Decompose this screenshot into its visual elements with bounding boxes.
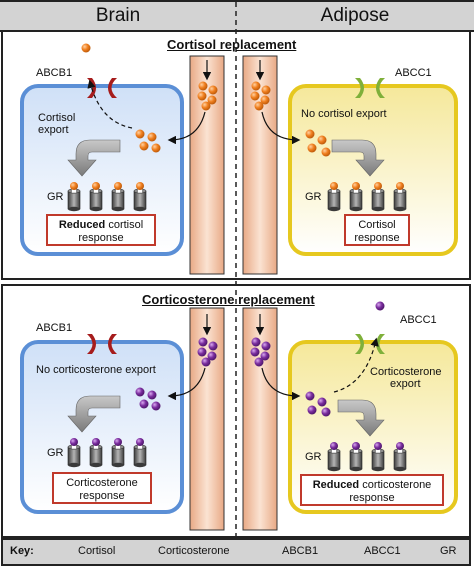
blood-vessel-left (189, 55, 225, 275)
cortisol-export-label-1: Cortisol (38, 112, 76, 124)
exported-cortisol (81, 43, 91, 53)
key-gr-label: GR (440, 545, 457, 557)
abcc1-label-bottom: ABCC1 (400, 314, 437, 326)
response-box-adipose-top: Cortisol response (344, 214, 410, 246)
abcc1-label-top: ABCC1 (395, 67, 432, 79)
cortisol-cluster-adipose (305, 129, 331, 157)
response-rest-brain-top: cortisol (105, 219, 144, 231)
brain-cell (20, 84, 184, 256)
cortisol-cluster-brain (135, 129, 161, 153)
blood-vessel-right-bottom (242, 307, 278, 531)
key-abcc1-label: ABCC1 (364, 545, 401, 557)
gr-receptors-brain-bottom (67, 438, 147, 468)
abcb1-label-top: ABCB1 (36, 67, 73, 79)
gr-label-brain-top: GR (47, 191, 64, 203)
gr-label-adipose-top: GR (305, 191, 322, 203)
response-line2-adipose-bottom: response (349, 492, 395, 504)
response-box-brain-bottom: Corticosterone response (52, 472, 152, 504)
response-line2-adipose-top: response (354, 232, 400, 244)
cortisol-export-label-2: export (38, 124, 69, 136)
gr-receptors-brain-top (67, 182, 147, 212)
response-line1-adipose-top: Cortisol (358, 219, 396, 231)
abcb1-label-bottom: ABCB1 (36, 322, 73, 334)
cortisol-cluster-vessel-right (250, 81, 271, 111)
key-abcb1-label: ABCB1 (282, 545, 319, 557)
exported-corticosterone (375, 301, 385, 311)
top-panel-title: Cortisol replacement (167, 37, 297, 52)
key-cortisol-label: Cortisol (78, 545, 116, 557)
corticosterone-cluster-vessel-left (197, 337, 218, 367)
cortisol-cluster-vessel-left (197, 81, 218, 111)
blood-vessel-left-bottom (189, 307, 225, 531)
response-box-brain-top: Reduced cortisol response (46, 214, 156, 246)
corticosterone-cluster-adipose (305, 391, 331, 417)
corticosterone-cluster-vessel-right (250, 337, 271, 367)
no-cortisol-export-label: No cortisol export (301, 108, 387, 120)
blood-vessel-right (242, 55, 278, 275)
key-bar (1, 538, 471, 566)
gr-receptors-adipose-top (327, 182, 407, 212)
no-corticosterone-export-label: No corticosterone export (36, 364, 156, 376)
key-title: Key: (10, 545, 34, 557)
gr-label-brain-bottom: GR (47, 447, 64, 459)
bottom-panel-title: Corticosterone replacement (142, 292, 315, 307)
header-brain: Brain (0, 0, 236, 32)
response-line2-brain-top: response (78, 232, 124, 244)
corticosterone-export-label-1: Corticosterone (370, 366, 442, 378)
corticosterone-export-label-2: export (390, 378, 421, 390)
response-box-adipose-bottom: Reduced corticosterone response (300, 474, 444, 506)
gr-receptors-adipose-bottom (327, 442, 407, 472)
corticosterone-cluster-brain (135, 387, 161, 411)
gr-label-adipose-bottom: GR (305, 451, 322, 463)
brain-cell-bottom (20, 340, 184, 514)
response-bold-adipose-bottom: Reduced (312, 479, 360, 491)
key-corticosterone-label: Corticosterone (158, 545, 230, 557)
response-bold-brain-top: Reduced (58, 219, 106, 231)
response-line2-brain-bottom: response (79, 490, 125, 502)
response-rest-adipose-bottom: corticosterone (359, 479, 432, 491)
response-line1-brain-bottom: Corticosterone (66, 477, 138, 489)
